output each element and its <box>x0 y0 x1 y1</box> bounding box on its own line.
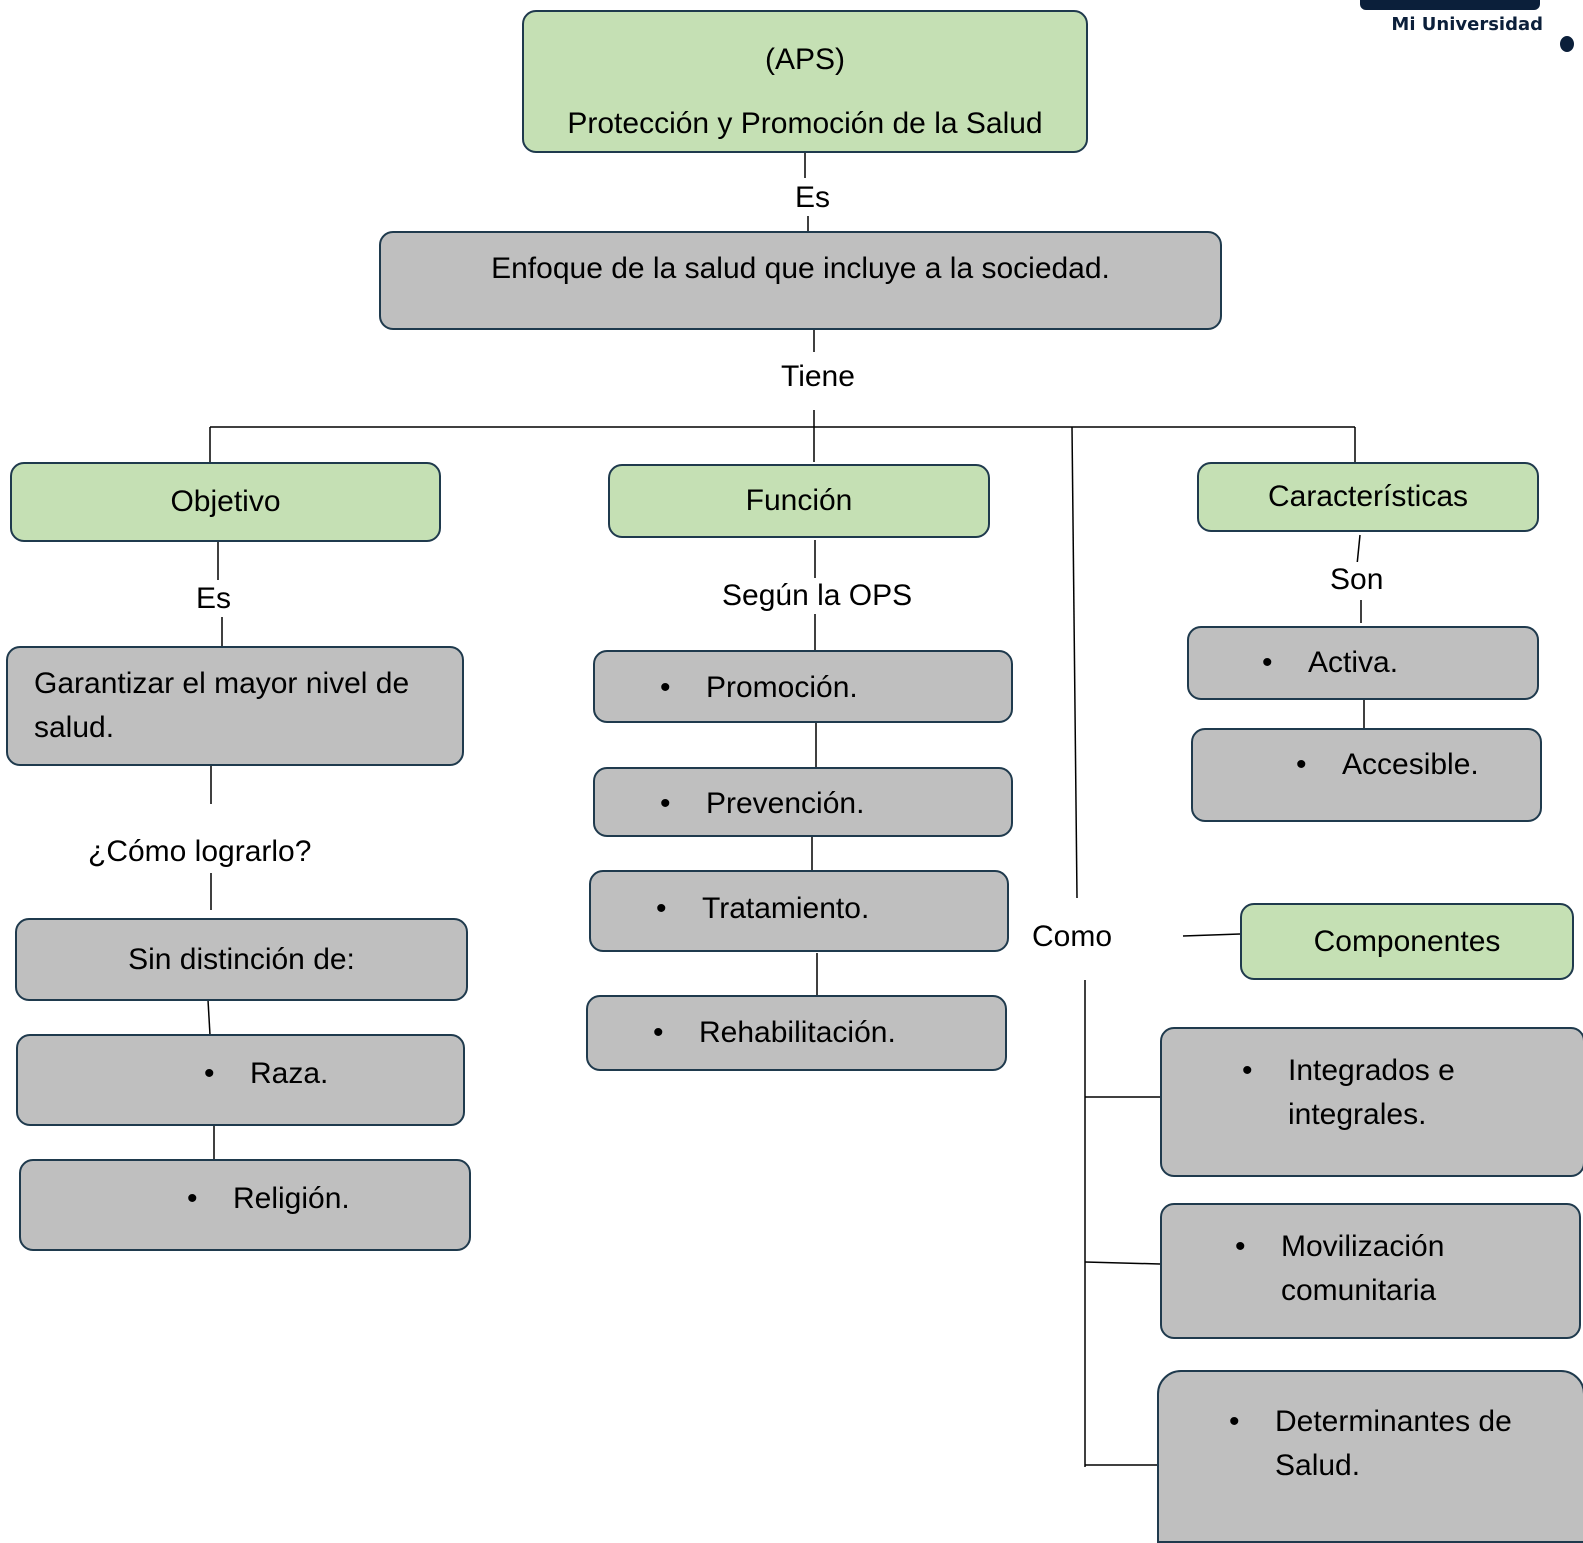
connector-es-top: Es <box>793 180 833 216</box>
bullet-icon <box>660 782 706 826</box>
list-item-determinantes: Determinantes de Salud. <box>1157 1370 1583 1543</box>
sin-distincion-box: Sin distinción de: <box>15 918 468 1001</box>
list-item-promocion: Promoción. <box>593 650 1013 723</box>
university-logo-text: Mi Universidad <box>1391 14 1543 35</box>
list-item-integrados: Integrados e integrales. <box>1160 1027 1583 1177</box>
bullet-icon <box>1229 1400 1275 1444</box>
componentes-header-label: Componentes <box>1313 924 1501 958</box>
list-item-raza: Raza. <box>16 1034 465 1126</box>
definition-box: Enfoque de la salud que incluye a la soc… <box>379 231 1222 330</box>
funcion-header-label: Función <box>745 484 853 517</box>
connector-como-lograrlo: ¿Cómo lograrlo? <box>86 834 314 870</box>
connector-es-objetivo: Es <box>194 581 234 617</box>
list-item-prevencion: Prevención. <box>593 767 1013 837</box>
bullet-icon <box>1242 1049 1288 1093</box>
list-item-label: Accesible. <box>1342 748 1479 781</box>
objetivo-text: Garantizar el mayor nivel de salud. <box>34 667 410 744</box>
list-item-tratamiento: Tratamiento. <box>589 870 1009 952</box>
list-item-label: Raza. <box>250 1057 329 1090</box>
definition-text: Enfoque de la salud que incluye a la soc… <box>491 252 1110 285</box>
bullet-icon <box>653 1011 699 1055</box>
list-item-activa: Activa. <box>1187 626 1539 700</box>
connector-tiene: Tiene <box>779 359 857 395</box>
caracteristicas-header: Características <box>1197 462 1539 532</box>
bullet-icon <box>1235 1225 1281 1269</box>
title-box: (APS) Protección y Promoción de la Salud <box>522 10 1088 153</box>
list-item-label: Tratamiento. <box>702 892 870 925</box>
list-item-religion: Religión. <box>19 1159 471 1251</box>
list-item-accesible: Accesible. <box>1191 728 1542 822</box>
list-item-label: Rehabilitación. <box>699 1016 896 1049</box>
title-line-1: (APS) <box>764 43 845 76</box>
list-item-label: Determinantes de Salud. <box>1275 1405 1512 1482</box>
list-item-label: Religión. <box>233 1182 350 1215</box>
componentes-header: Componentes <box>1240 903 1574 980</box>
connector-segun-ops: Según la OPS <box>720 578 915 614</box>
connector-como: Como <box>1030 919 1115 955</box>
bullet-icon <box>1296 743 1342 787</box>
objetivo-text-box: Garantizar el mayor nivel de salud. <box>6 646 464 766</box>
list-item-label: Prevención. <box>706 787 865 820</box>
caracteristicas-header-label: Características <box>1267 480 1469 513</box>
funcion-header: Función <box>608 464 990 538</box>
bullet-icon <box>187 1177 233 1221</box>
bullet-icon <box>656 887 702 931</box>
bullet-icon <box>660 666 706 710</box>
connector-son: Son <box>1328 562 1386 598</box>
logo-dot <box>1560 36 1574 52</box>
logo-bar <box>1360 0 1540 10</box>
sin-distincion-text: Sin distinción de: <box>128 942 355 976</box>
title-line-2: Protección y Promoción de la Salud <box>567 107 1043 140</box>
list-item-label: Movilización comunitaria <box>1281 1230 1445 1307</box>
list-item-label: Promoción. <box>706 671 858 704</box>
bullet-icon <box>204 1052 250 1096</box>
list-item-rehabilitacion: Rehabilitación. <box>586 995 1007 1071</box>
objetivo-header-label: Objetivo <box>170 485 281 518</box>
list-item-label: Activa. <box>1308 646 1399 679</box>
bullet-icon <box>1262 641 1308 685</box>
objetivo-header: Objetivo <box>10 462 441 542</box>
list-item-movilizacion: Movilización comunitaria <box>1160 1203 1581 1339</box>
list-item-label: Integrados e integrales. <box>1288 1054 1455 1131</box>
